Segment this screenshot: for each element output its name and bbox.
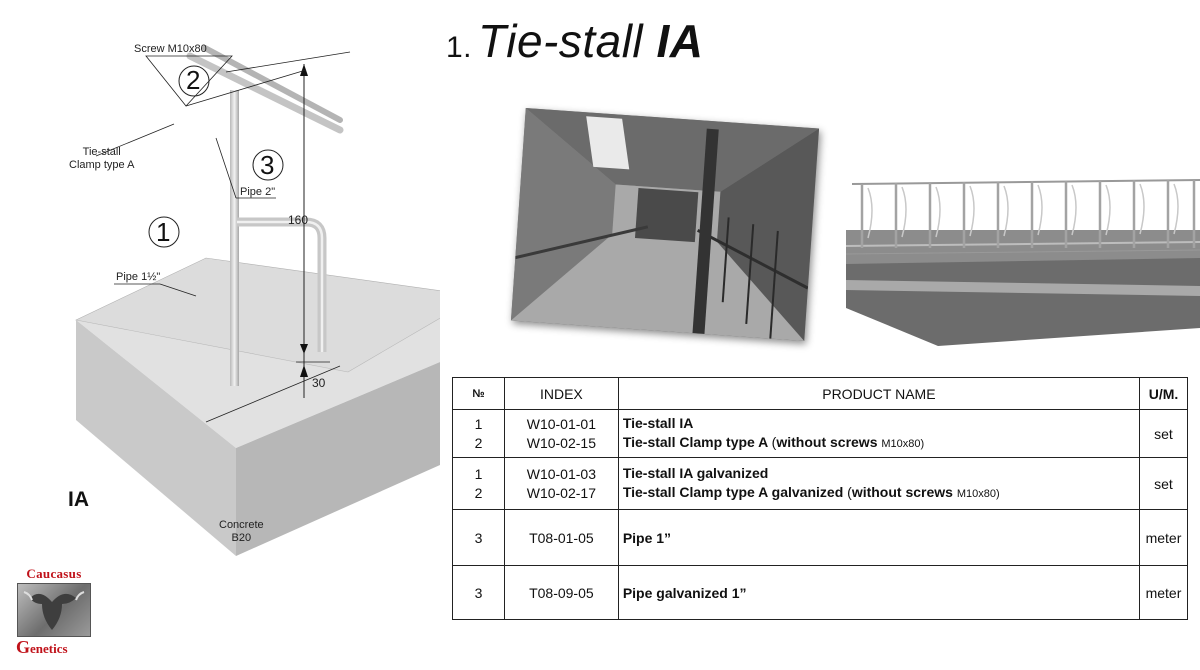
product-name-screw-size: M10x80) [956, 487, 1000, 500]
table-row: 3 T08-01-05 Pipe 1” meter [452, 509, 1189, 566]
header-no: № [452, 377, 505, 410]
cell-no-value: 1 [474, 415, 483, 432]
product-name-main: Tie-stall Clamp type A [622, 433, 768, 450]
cell-um: set [1138, 409, 1189, 458]
cell-product-name: Pipe galvanized 1” [617, 565, 1140, 620]
label-clamp: Tie-stall Clamp type A [69, 146, 134, 172]
barn-interior-photo [510, 108, 820, 341]
caucasus-genetics-logo: Caucasus Genetics [14, 566, 94, 662]
cell-index-value: W10-01-01 [526, 415, 596, 432]
cell-index: W10-01-01 W10-02-15 [503, 409, 619, 458]
model-label: IA [68, 488, 89, 511]
callout-circle-3 [252, 149, 284, 181]
cell-no-value: 2 [474, 484, 483, 501]
dimension-label-30: 30 [312, 376, 326, 390]
cell-no: 3 [452, 565, 505, 620]
cell-index-value: W10-01-03 [526, 465, 596, 482]
cell-product-name: Tie-stall IA galvanized Tie-stall Clamp … [617, 457, 1140, 510]
dimension-label-160: 160 [288, 213, 309, 227]
logo-text-top: Caucasus [26, 566, 82, 581]
cell-um: meter [1138, 565, 1189, 620]
cell-um: set [1138, 457, 1189, 510]
product-name-paren: ( [771, 433, 777, 450]
label-concrete: Concrete B20 [219, 519, 264, 545]
callout-circle-1 [148, 216, 180, 248]
cell-product-name: Pipe 1” [617, 509, 1140, 566]
callout-3: 3 [260, 150, 275, 180]
label-clamp-line1: Tie-stall [82, 146, 121, 158]
cell-no: 1 2 [452, 409, 505, 458]
title-number: 1. [446, 31, 473, 64]
table-row: 1 2 W10-01-01 W10-02-15 Tie-stall IA Tie… [452, 409, 1189, 458]
concrete-left-face [76, 320, 236, 556]
logo-text-bottom-initial: G [16, 637, 31, 657]
cell-product-name-value: Tie-stall IA [622, 414, 694, 431]
cell-index: T08-09-05 [503, 565, 619, 620]
product-table: № INDEX PRODUCT NAME U/M. 1 2 W10-01-01 … [452, 377, 1189, 620]
cell-product-name: Tie-stall IA Tie-stall Clamp type A (wit… [617, 409, 1140, 458]
upper-bar-pipe [186, 52, 344, 134]
concrete-right-face [236, 362, 440, 556]
table-header-row: № INDEX PRODUCT NAME U/M. [452, 377, 1189, 410]
cell-no: 1 2 [452, 457, 505, 510]
cell-index-value: W10-02-15 [526, 434, 596, 451]
cell-um: meter [1138, 509, 1189, 566]
label-pipe-2: Pipe 2" [240, 186, 276, 198]
header-um: U/M. [1138, 377, 1189, 410]
label-concrete-line2: B20 [231, 532, 252, 544]
page-title: 1.Tie-stall IA [446, 14, 703, 68]
cell-product-name-value: Tie-stall Clamp type A (without screws M… [623, 433, 1135, 454]
header-product-name: PRODUCT NAME [617, 377, 1140, 410]
cell-index-value: W10-02-17 [526, 484, 596, 501]
cell-no: 3 [452, 509, 505, 566]
bull-head-icon [17, 583, 91, 637]
tie-stall-drawing [75, 45, 440, 556]
cell-no-value: 2 [474, 434, 483, 451]
stall-row-render [838, 168, 1200, 348]
title-model: IA [656, 15, 704, 67]
label-concrete-line1: Concrete [219, 519, 264, 531]
product-name-paren: ( [847, 483, 852, 500]
title-text: Tie-stall [478, 15, 657, 67]
product-name-main: Tie-stall Clamp type A galvanized [622, 483, 844, 500]
table-row: 1 2 W10-01-03 W10-02-17 Tie-stall IA gal… [452, 457, 1189, 510]
product-name-screw-size: M10x80) [881, 437, 925, 450]
cell-no-value: 1 [474, 465, 483, 482]
label-clamp-line2: Clamp type A [69, 159, 135, 171]
callout-1: 1 [156, 217, 171, 247]
cell-product-name-value: Tie-stall IA galvanized [622, 464, 769, 481]
logo-text-bottom: Genetics [14, 637, 94, 658]
table-row: 3 T08-09-05 Pipe galvanized 1” meter [452, 565, 1189, 620]
product-name-note: without screws [851, 483, 957, 500]
cell-product-name-value: Tie-stall Clamp type A galvanized (witho… [623, 483, 1135, 504]
vertical-post-pipe [230, 90, 239, 386]
cell-index: W10-01-03 W10-02-17 [503, 457, 619, 510]
logo-text-bottom-rest: enetics [30, 641, 68, 656]
label-pipe-1-half: Pipe 1½" [116, 271, 161, 283]
header-index: INDEX [503, 377, 619, 410]
label-screw: Screw M10x80 [134, 43, 207, 55]
callout-circle-2 [178, 65, 210, 97]
product-name-note: without screws [776, 433, 882, 450]
cell-index: T08-01-05 [503, 509, 619, 566]
callout-2: 2 [186, 65, 201, 95]
